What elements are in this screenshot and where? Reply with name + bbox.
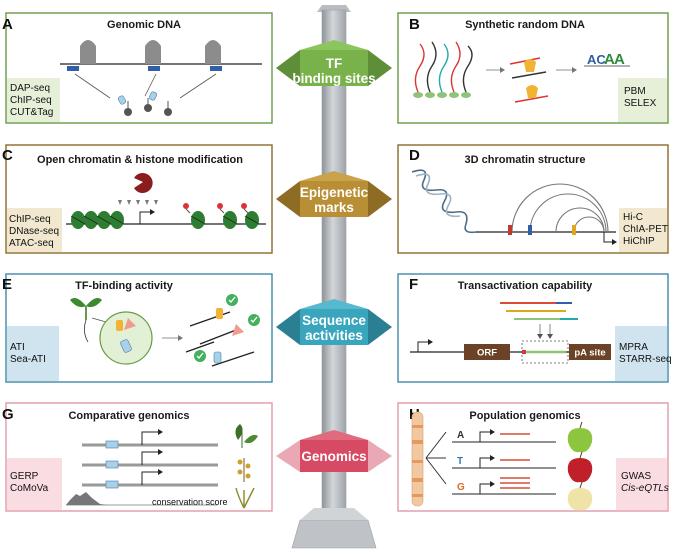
enzyme-icon: E xyxy=(122,173,153,194)
panel-a-title: Genomic DNA xyxy=(107,19,181,31)
panel-b-letter: B xyxy=(409,16,420,33)
category-tf-line2: binding sites xyxy=(292,71,375,86)
apple-icon xyxy=(567,421,593,511)
category-epi-line2: marks xyxy=(314,200,354,215)
panel-c-method-1: ChIP-seq xyxy=(9,214,51,225)
panel-f-method-1: MPRA xyxy=(619,342,648,353)
panel-b-title: Synthetic random DNA xyxy=(465,19,585,31)
svg-text:A: A xyxy=(604,51,615,68)
chromatin-fiber-icon xyxy=(411,169,477,234)
panel-f-method-box xyxy=(615,326,667,381)
panel-d-method-3: HiChIP xyxy=(623,236,655,247)
panel-d-method-box xyxy=(619,208,667,252)
panel-a-method-box xyxy=(7,78,60,122)
panel-h-method-2: Cis-eQTLs xyxy=(621,483,669,494)
conservation-score-label: conservation score xyxy=(152,497,228,507)
panel-e-method-box xyxy=(7,326,59,381)
category-sequence-activities: Sequence activities xyxy=(276,299,392,345)
category-genomics: Genomics xyxy=(276,430,392,472)
panel-g-method-box xyxy=(7,458,62,510)
tf-protein-icon xyxy=(117,91,172,116)
panel-d-method-1: Hi-C xyxy=(623,212,643,223)
motif-logo-icon: AC A A xyxy=(584,51,630,68)
panel-h-method-1: GWAS xyxy=(621,471,652,482)
panel-d: D 3D chromatin structure Hi-C ChIA-PET H… xyxy=(397,144,669,254)
panel-d-title: 3D chromatin structure xyxy=(464,154,585,166)
panel-c-title: Open chromatin & histone modification xyxy=(37,154,243,166)
panel-a-letter: A xyxy=(2,16,13,33)
panel-a-method-2: ChIP-seq xyxy=(10,95,52,106)
allele-t: T xyxy=(457,456,463,467)
panel-g: G Comparative genomics GERP CoMoVa conse… xyxy=(2,402,273,512)
panel-b: B Synthetic random DNA PBM SELEX AC A A xyxy=(397,12,669,124)
category-epigenetic-marks: Epigenetic marks xyxy=(276,171,392,217)
enzyme-label: E xyxy=(122,179,128,189)
panel-e-method-1: ATI xyxy=(10,342,25,353)
orf-box xyxy=(464,344,510,360)
panel-c-method-2: DNase-seq xyxy=(9,226,59,237)
category-tf-line1: TF xyxy=(326,56,343,71)
orf-label: ORF xyxy=(477,348,497,359)
panel-b-method-box xyxy=(618,78,667,122)
category-seq-line1: Sequence xyxy=(302,313,366,328)
panel-f: F Transactivation capability MPRA STARR-… xyxy=(397,273,672,383)
panel-h-title: Population genomics xyxy=(469,410,580,422)
panel-a-method-1: DAP-seq xyxy=(10,83,50,94)
panel-d-method-2: ChIA-PET xyxy=(623,224,668,235)
category-seq-line2: activities xyxy=(305,328,363,343)
panel-h: H Population genomics GWAS Cis-eQTLs A T… xyxy=(397,402,669,512)
seedling-icon xyxy=(70,298,107,343)
panel-e-title: TF-binding activity xyxy=(75,280,174,292)
panel-c-method-3: ATAC-seq xyxy=(9,238,54,249)
plant-icon xyxy=(235,424,258,509)
panel-a-method-3: CUT&Tag xyxy=(10,107,53,118)
allele-a: A xyxy=(457,430,464,441)
pa-site-label: pA site xyxy=(574,348,605,359)
panel-b-method-2: SELEX xyxy=(624,98,657,109)
panel-c: C Open chromatin & histone modification … xyxy=(2,144,273,254)
panel-d-letter: D xyxy=(409,147,420,164)
category-genomics-line1: Genomics xyxy=(301,449,366,464)
panel-e-letter: E xyxy=(2,276,12,293)
panel-b-method-1: PBM xyxy=(624,86,646,97)
protoplast-icon xyxy=(99,311,153,365)
panel-g-title: Comparative genomics xyxy=(68,410,189,422)
category-tf-binding-sites: TF binding sites xyxy=(276,40,392,86)
panel-c-letter: C xyxy=(2,147,13,164)
pa-site-box xyxy=(569,344,611,360)
svg-text:AC: AC xyxy=(587,52,606,67)
svg-text:A: A xyxy=(614,51,625,68)
panel-e: E TF-binding activity ATI Sea-ATI xyxy=(2,273,273,383)
panel-f-method-2: STARR-seq xyxy=(619,354,672,365)
allele-g: G xyxy=(457,482,465,493)
panel-c-method-box xyxy=(7,208,62,252)
category-epi-line1: Epigenetic xyxy=(300,185,369,200)
panel-g-letter: G xyxy=(2,406,14,423)
panel-h-method-box xyxy=(616,458,667,510)
check-icon xyxy=(194,294,260,362)
chromosome-icon xyxy=(411,411,424,507)
panel-g-method-2: CoMoVa xyxy=(10,483,49,494)
panel-e-method-2: Sea-ATI xyxy=(10,354,46,365)
panel-a: A Genomic DNA DAP-seq ChIP-seq CUT&Tag xyxy=(2,12,273,124)
panel-g-method-1: GERP xyxy=(10,471,39,482)
panel-f-letter: F xyxy=(409,276,418,293)
panel-f-title: Transactivation capability xyxy=(458,280,593,292)
